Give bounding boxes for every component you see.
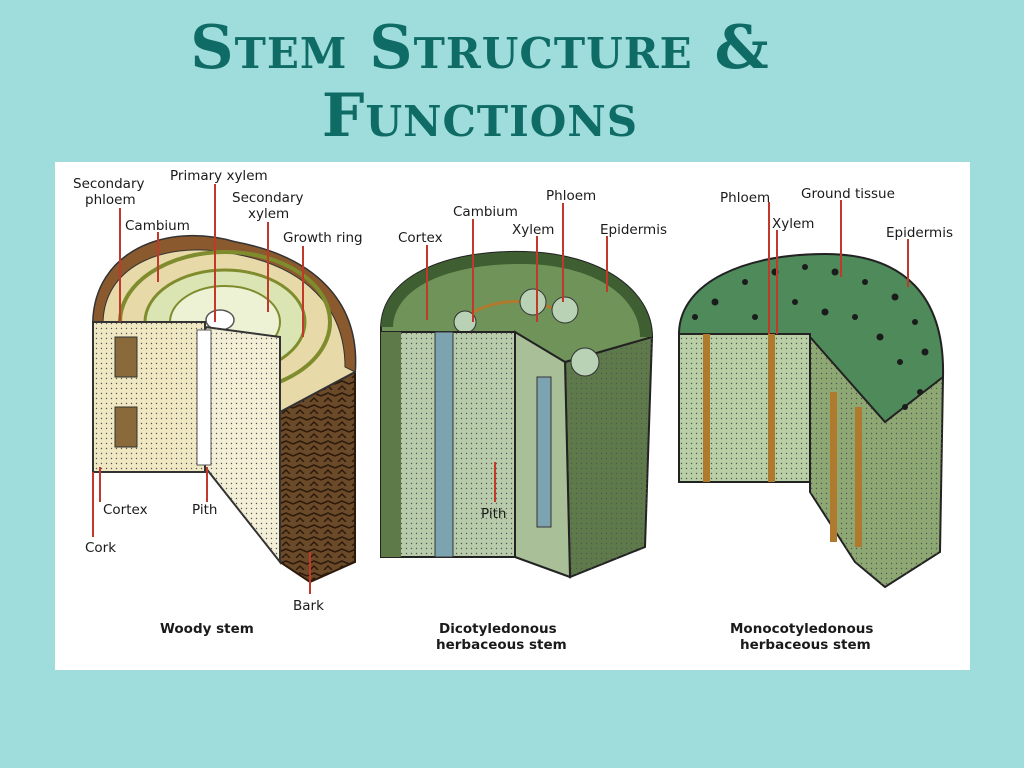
woody-stem-illustration xyxy=(92,234,357,584)
monocot-bundle-strip-4 xyxy=(855,407,862,547)
monocot-stem-illustration xyxy=(678,252,945,589)
dicot-outer-texture xyxy=(565,337,652,577)
monocot-bundle-strip-1 xyxy=(703,334,710,482)
label-woody-pith: Pith xyxy=(192,502,217,518)
caption-dicot-line-1: Dicotyledonous xyxy=(439,621,557,637)
woody-pith-column xyxy=(196,329,212,466)
label-primary-xylem: Primary xylem xyxy=(170,168,268,184)
diagram-panel: Secondary phloem Primary xylem Cambium S… xyxy=(55,162,970,670)
title-line-2: Functions xyxy=(321,81,639,151)
label-dicot-xylem: Xylem xyxy=(512,222,554,238)
label-woody-cambium: Cambium xyxy=(125,218,190,234)
dicot-bundle-2 xyxy=(519,288,547,316)
label-monocot-xylem: Xylem xyxy=(772,216,814,232)
label-dicot-cortex: Cortex xyxy=(398,230,443,246)
caption-monocot-line-1: Monocotyledonous xyxy=(730,621,873,637)
dicot-inner-xylem xyxy=(536,376,552,528)
woody-leader-lines xyxy=(92,184,311,594)
label-cork: Cork xyxy=(85,540,116,556)
label-bark: Bark xyxy=(293,598,324,614)
caption-woody-stem: Woody stem xyxy=(160,621,254,637)
label-dicot-pith: Pith xyxy=(481,506,506,522)
stem-diagram: Secondary phloem Primary xylem Cambium S… xyxy=(73,168,953,653)
dicot-bundle-4 xyxy=(570,347,600,377)
label-secondary-xylem-2: xylem xyxy=(248,206,289,222)
label-monocot-phloem: Phloem xyxy=(720,190,770,206)
label-woody-cortex: Cortex xyxy=(103,502,148,518)
label-secondary-xylem-1: Secondary xyxy=(232,190,304,206)
dicot-xylem-strip xyxy=(434,331,454,558)
label-dicot-phloem: Phloem xyxy=(546,188,596,204)
label-secondary-phloem-1: Secondary xyxy=(73,176,145,192)
dicot-leader-lines xyxy=(426,203,608,502)
page-title: Stem Structure & Functions xyxy=(0,14,960,150)
label-ground-tissue: Ground tissue xyxy=(801,186,895,202)
title-line-1: Stem Structure & xyxy=(190,13,770,83)
woody-ray-1 xyxy=(114,336,138,378)
monocot-leader-lines xyxy=(768,200,909,334)
label-growth-ring: Growth ring xyxy=(283,230,363,246)
monocot-front-texture xyxy=(679,334,810,482)
dicot-stem-illustration xyxy=(380,250,654,579)
monocot-scattered-bundles xyxy=(692,264,929,410)
label-secondary-phloem-2: phloem xyxy=(85,192,136,208)
label-dicot-cambium: Cambium xyxy=(453,204,518,220)
woody-ray-2 xyxy=(114,406,138,448)
label-monocot-epidermis: Epidermis xyxy=(886,225,953,241)
woody-inner-texture xyxy=(205,327,280,562)
label-dicot-epidermis: Epidermis xyxy=(600,222,667,238)
woody-top-rim xyxy=(92,235,356,373)
monocot-bundle-strip-3 xyxy=(830,392,837,542)
woody-front-texture xyxy=(93,322,205,472)
caption-monocot-line-2: herbaceous stem xyxy=(740,637,871,653)
monocot-bundle-strip-2 xyxy=(768,334,775,482)
dicot-cortex-strip xyxy=(381,332,401,557)
dicot-bundle-3 xyxy=(551,296,579,324)
caption-dicot-line-2: herbaceous stem xyxy=(436,637,567,653)
dicot-epidermis-rim xyxy=(381,251,652,337)
